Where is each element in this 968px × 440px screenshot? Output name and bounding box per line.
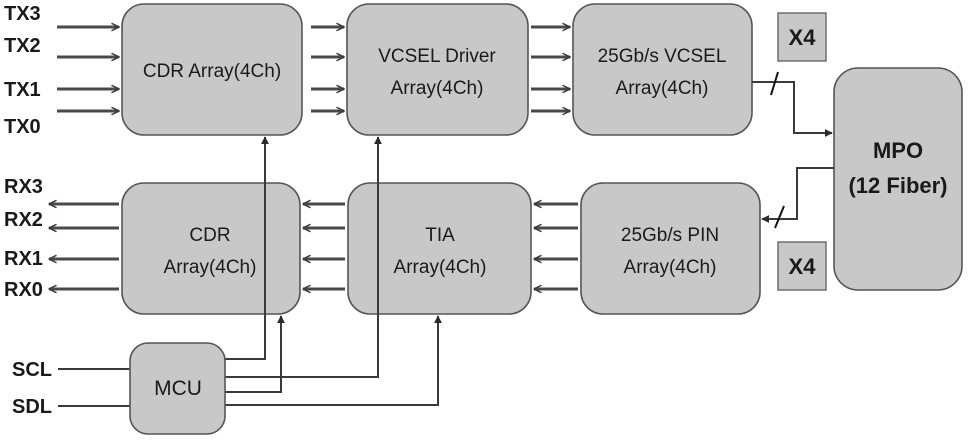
block-pin: 25Gb/s PIN Array(4Ch) [580,182,761,315]
block-mpo-label-line1: MPO [873,138,923,163]
label-rx3: RX3 [4,176,43,198]
label-rx1: RX1 [4,248,43,270]
block-mpo: MPO (12 Fiber) [833,67,963,291]
block-vcsel: 25Gb/s VCSEL Array(4Ch) [572,3,753,136]
label-rx0: RX0 [4,279,43,301]
label-tx0: TX0 [4,116,41,138]
label-sdl: SDL [12,396,52,418]
multiplier-box-tx: X4 [777,12,827,62]
block-cdr-rx-label-line1: CDR [189,225,230,246]
fiber-bus-lines [752,71,834,229]
multiplier-box-rx: X4 [777,241,827,291]
label-tx3: TX3 [4,3,41,25]
block-vcsel-driver: VCSEL Driver Array(4Ch) [346,3,529,136]
block-vcsel-driver-label-line2: Array(4Ch) [391,78,484,99]
block-mcu-label: MCU [154,377,202,400]
block-vcsel-label-line1: 25Gb/s VCSEL [598,46,727,67]
multiplier-rx-label: X4 [789,254,817,279]
block-vcsel-label-line2: Array(4Ch) [616,78,709,99]
tx-input-labels: TX3 TX2 TX1 TX0 [4,3,41,138]
tx-lane-arrows [57,27,570,111]
label-rx2: RX2 [4,209,43,231]
block-mpo-label-line2: (12 Fiber) [848,173,947,198]
block-cdr-rx-label-line2: Array(4Ch) [164,257,257,278]
block-cdr-rx: CDR Array(4Ch) [121,182,301,315]
bus-mpo-to-pin [761,167,834,223]
block-cdr-tx: CDR Array(4Ch) [121,3,303,136]
block-tia-label-line1: TIA [425,225,455,246]
control-input-labels: SCL SDL [12,359,52,418]
label-tx2: TX2 [4,35,41,57]
wire-mcu-to-tia [225,315,442,406]
label-tx1: TX1 [4,79,41,101]
bus-slash-rx [774,205,785,229]
block-tia-label-line2: Array(4Ch) [394,257,487,278]
block-vcsel-driver-label-line1: VCSEL Driver [378,46,496,67]
wire-mcu-to-cdr-rx [225,315,285,393]
block-cdr-tx-label: CDR Array(4Ch) [143,61,281,82]
block-pin-label-line1: 25Gb/s PIN [621,225,719,246]
label-scl: SCL [12,359,52,381]
block-tia: TIA Array(4Ch) [347,182,532,315]
bus-vcsel-to-mpo [752,81,833,137]
multiplier-tx-label: X4 [789,25,817,50]
block-mcu: MCU [129,342,226,435]
rx-lane-arrows [49,204,578,289]
bus-slash-tx [770,71,779,96]
block-pin-label-line2: Array(4Ch) [624,257,717,278]
rx-output-labels: RX3 RX2 RX1 RX0 [4,176,43,301]
